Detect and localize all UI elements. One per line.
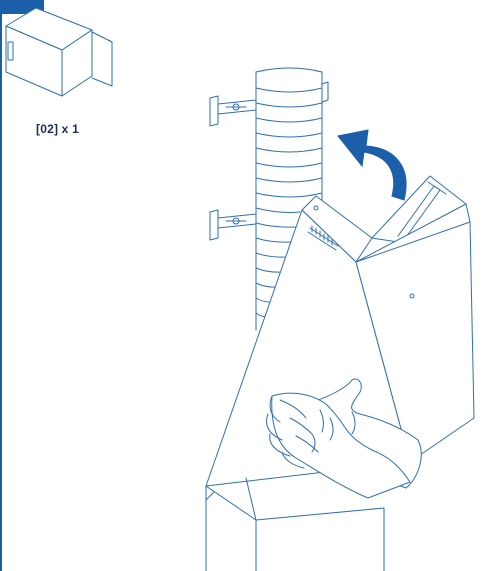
hands-icon [266, 378, 422, 499]
chimney-cover-part-icon [5, 7, 113, 97]
left-margin-rule [0, 0, 2, 571]
chimney-pipe [255, 67, 329, 331]
wall-bracket-lower [209, 209, 257, 241]
part-count-label: [02] x 1 [36, 122, 79, 136]
vent-grille [307, 225, 339, 251]
rotate-up-arrow-icon [337, 129, 407, 201]
wall-bracket-upper [209, 95, 257, 127]
lower-duct [205, 485, 385, 571]
